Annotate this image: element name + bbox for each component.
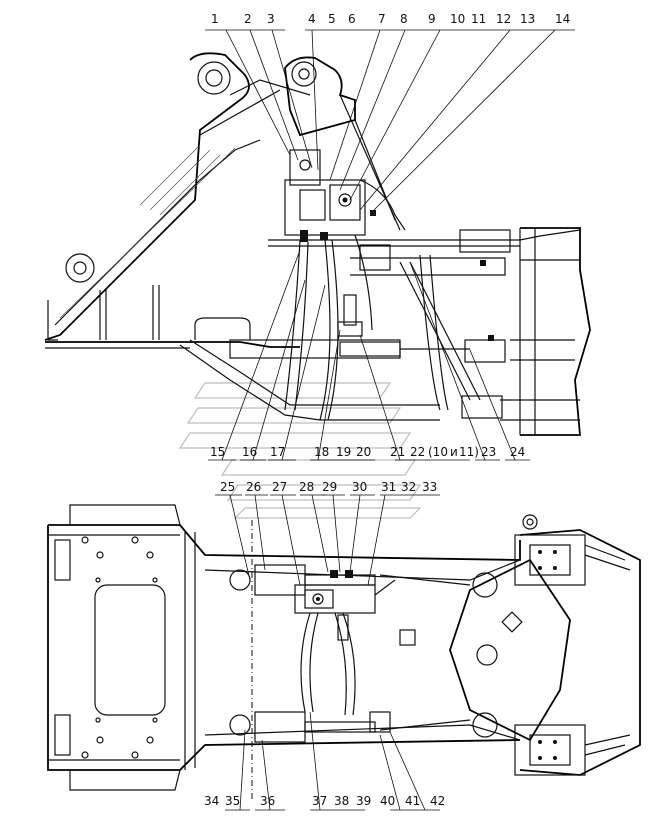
callout-34: 34 (204, 794, 219, 808)
callout-21: 21 (390, 445, 405, 459)
side-view (44, 52, 591, 436)
callout-37: 37 (312, 794, 327, 808)
callout-30: 30 (352, 480, 367, 494)
callout-40: 40 (380, 794, 395, 808)
callout-16: 16 (242, 445, 257, 459)
bottom-leader-lines (215, 494, 440, 811)
callout-31: 31 (381, 480, 396, 494)
callouts-middle-row1: 15 16 17 18 19 20 21 22 (10 и 11) 23 24 (210, 445, 525, 459)
callout-24: 24 (510, 445, 525, 459)
callout-17: 17 (270, 445, 285, 459)
callout-22-note-part3: 11) (459, 445, 479, 459)
mounting-holes (81, 536, 158, 759)
callout-41: 41 (405, 794, 420, 808)
callout-13: 13 (520, 12, 535, 26)
middle-leader-lines (208, 249, 530, 461)
callout-8: 8 (400, 12, 408, 26)
callout-26: 26 (246, 480, 261, 494)
callout-1: 1 (211, 12, 219, 26)
callout-22-note-part1: (10 (428, 445, 448, 459)
callout-29: 29 (322, 480, 337, 494)
callout-22-note-part2: и (450, 445, 458, 459)
steering-box-bolts (538, 550, 557, 760)
callout-32: 32 (401, 480, 416, 494)
callout-18: 18 (314, 445, 329, 459)
callout-11: 11 (471, 12, 486, 26)
callout-39: 39 (356, 794, 371, 808)
callout-22: 22 (410, 445, 425, 459)
callout-23: 23 (481, 445, 496, 459)
callout-3: 3 (267, 12, 275, 26)
callout-5: 5 (328, 12, 336, 26)
callouts-middle-row2: 25 26 27 28 29 30 31 32 33 (220, 480, 437, 494)
callout-9: 9 (428, 12, 436, 26)
callout-4: 4 (308, 12, 316, 26)
callout-36: 36 (260, 794, 275, 808)
callout-33: 33 (422, 480, 437, 494)
callout-28: 28 (299, 480, 314, 494)
callout-2: 2 (244, 12, 252, 26)
callout-12: 12 (496, 12, 511, 26)
top-leader-lines (205, 29, 575, 213)
callout-7: 7 (378, 12, 386, 26)
callout-14: 14 (555, 12, 570, 26)
plan-view (47, 504, 641, 800)
callout-10: 10 (450, 12, 465, 26)
callouts-top: 1 2 3 4 5 6 7 8 9 10 11 12 13 14 (211, 12, 570, 26)
callout-38: 38 (334, 794, 349, 808)
callout-35: 35 (225, 794, 240, 808)
callout-25: 25 (220, 480, 235, 494)
callout-20: 20 (356, 445, 371, 459)
callout-19: 19 (336, 445, 351, 459)
callout-42: 42 (430, 794, 445, 808)
callout-15: 15 (210, 445, 225, 459)
callout-6: 6 (348, 12, 356, 26)
callout-27: 27 (272, 480, 287, 494)
callouts-bottom: 34 35 36 37 38 39 40 41 42 (204, 794, 445, 808)
